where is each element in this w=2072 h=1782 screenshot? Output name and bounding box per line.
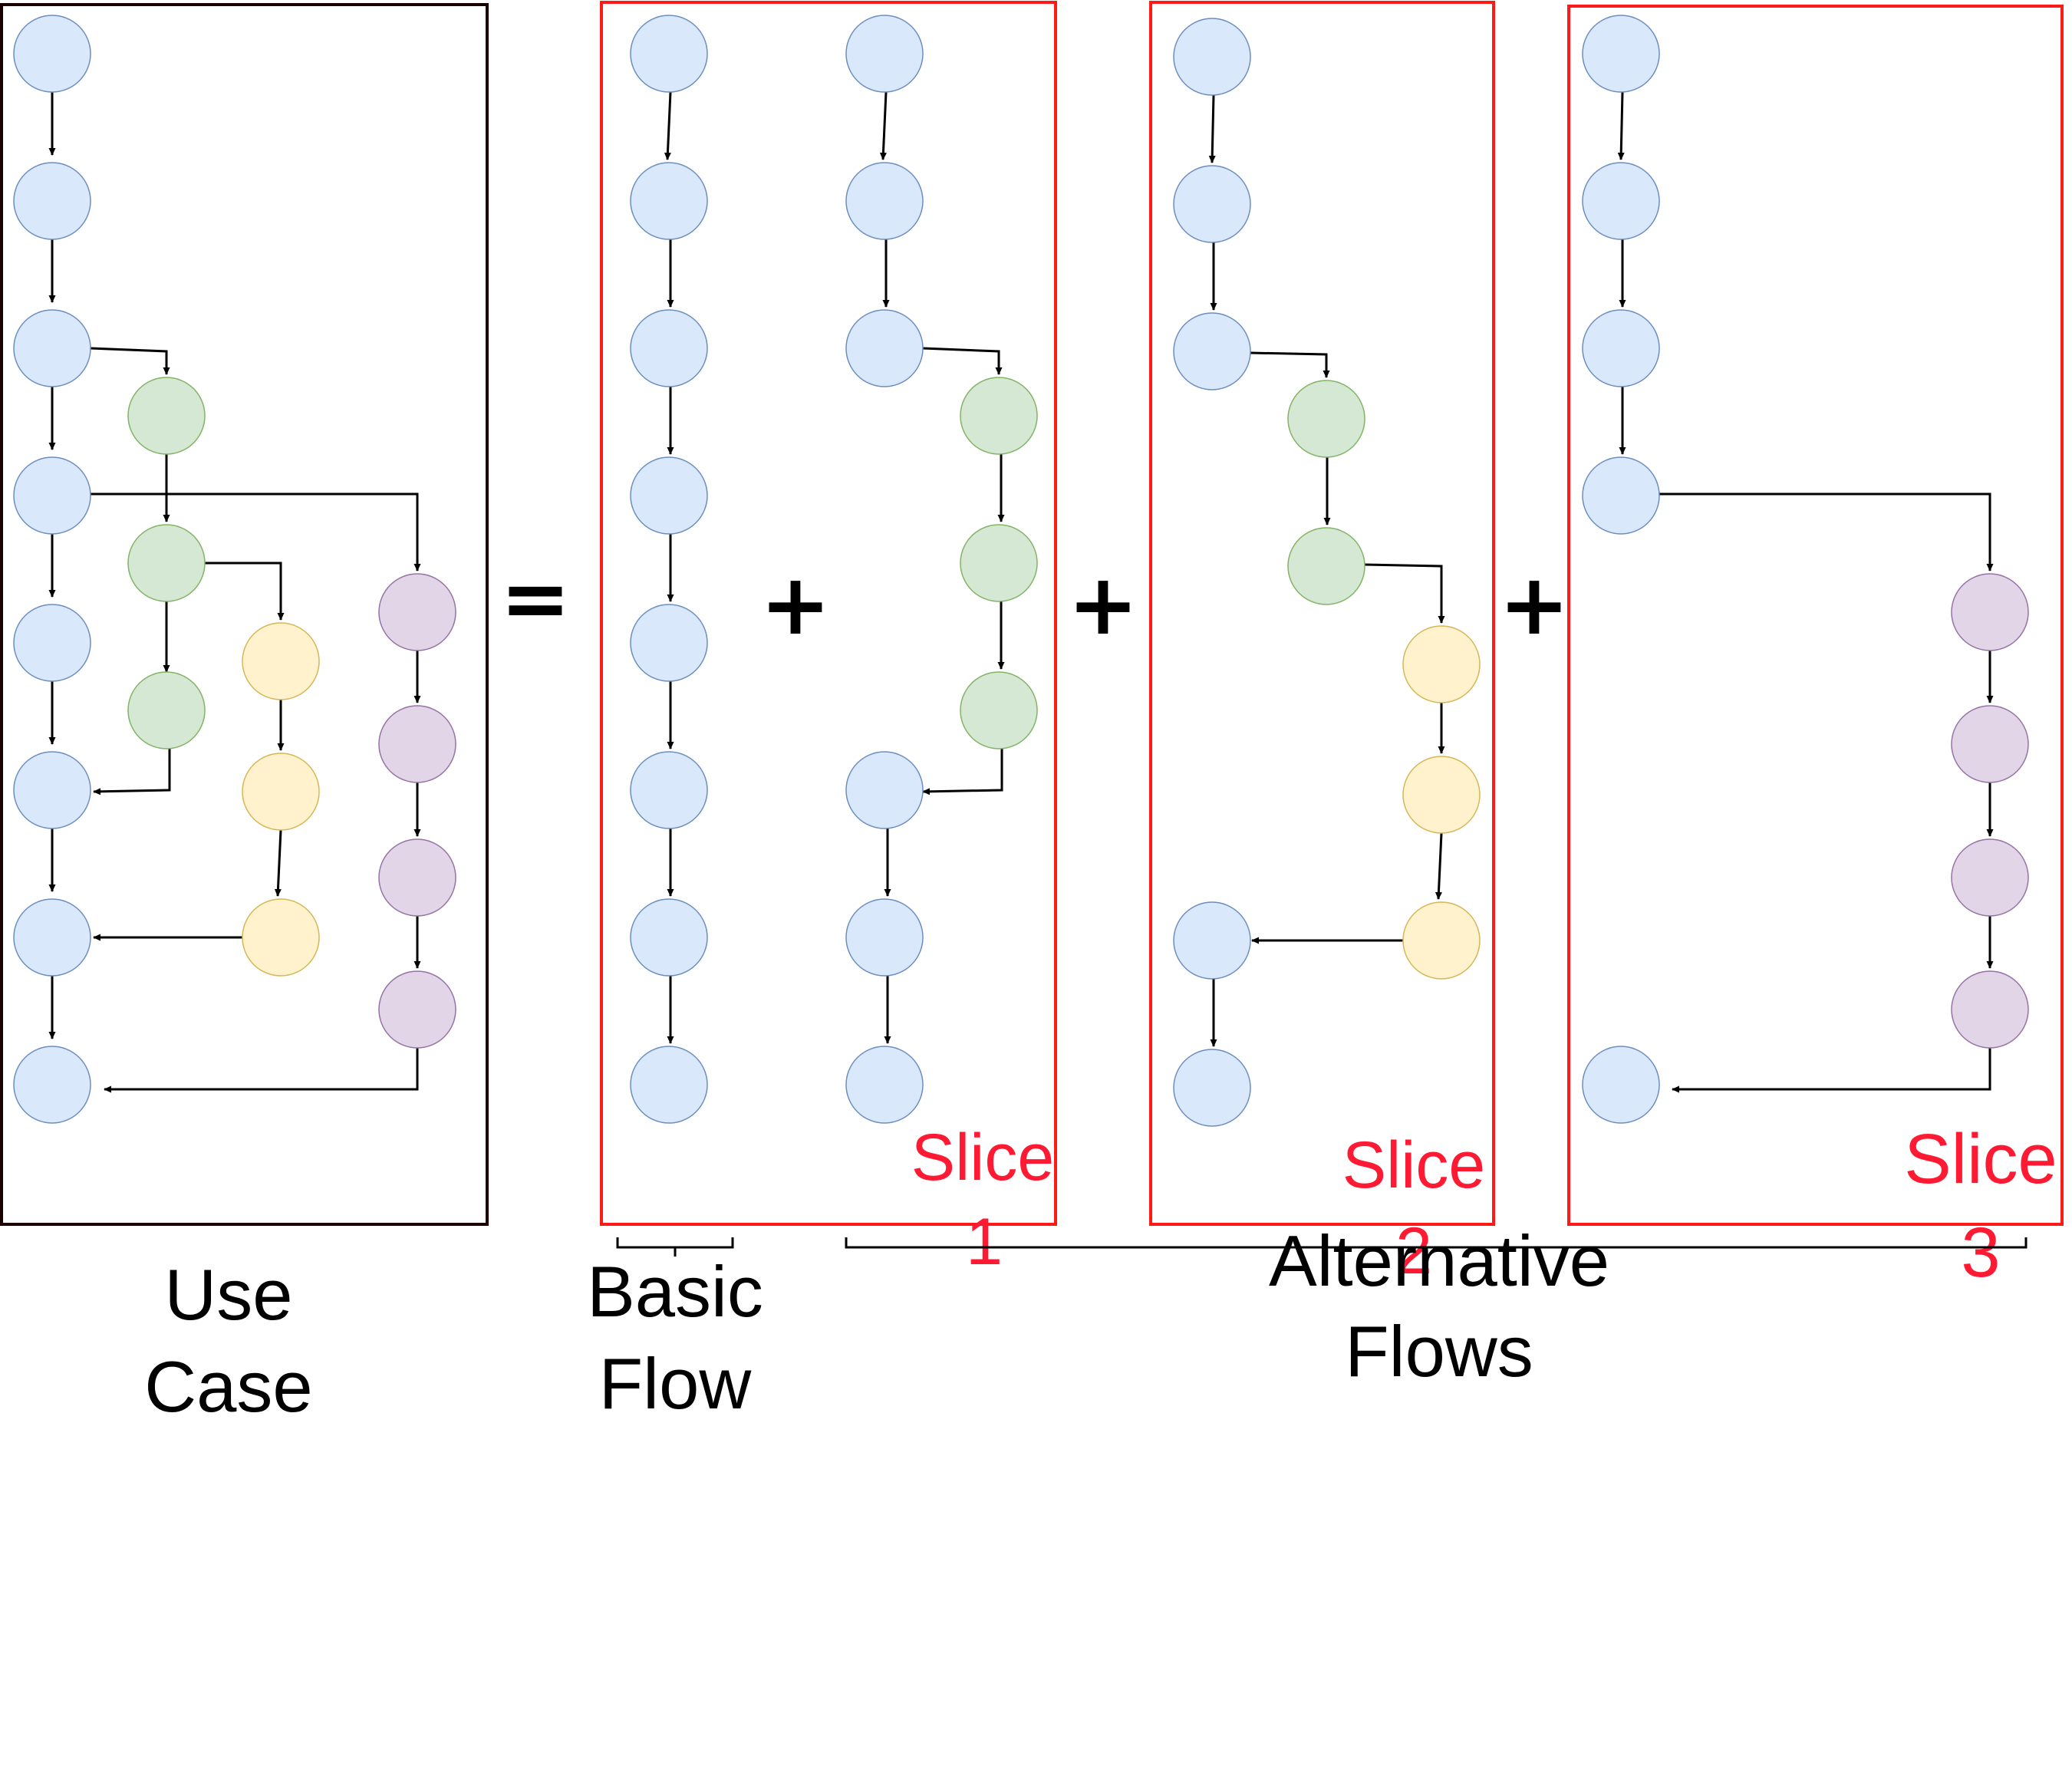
slice-1-alt-step-g3 xyxy=(960,671,1038,749)
use-case-step-b7 xyxy=(13,898,91,977)
slice-1-alt-step-b4 xyxy=(845,751,924,829)
slice-1-basic-step-b1 xyxy=(630,15,708,93)
slice-3-step-b2 xyxy=(1582,162,1660,240)
slice-1-alt-step-b2 xyxy=(845,162,924,240)
flow-arrows xyxy=(48,91,1994,1093)
slice-2-step-g1 xyxy=(1287,380,1365,458)
use-case-arrow-15 xyxy=(93,749,171,795)
slice-1-alt-step-b3 xyxy=(845,309,924,387)
slice-2-label-word: Slice xyxy=(1342,1128,1485,1202)
slice-3-arrow-8 xyxy=(1672,1048,1991,1093)
slice-1-basic-step-b6 xyxy=(630,751,708,829)
slice-1-label-word: Slice xyxy=(911,1121,1054,1194)
use-case-step-b2 xyxy=(13,162,91,240)
slice-1-alt-arrow-1 xyxy=(879,91,888,160)
alternative-flows-label-line-1: Alternative xyxy=(1269,1220,1609,1301)
slice-2-step-b3 xyxy=(1173,312,1251,390)
slice-2-arrow-5 xyxy=(1364,563,1445,624)
slice-2-step-y3 xyxy=(1402,901,1481,980)
use-case-label-line-1: Use xyxy=(164,1254,292,1335)
use-case-frame xyxy=(0,3,489,1226)
use-case-label-line-2: Case xyxy=(144,1346,312,1427)
use-case-arrow-13 xyxy=(274,829,282,897)
slice-2-step-b1 xyxy=(1173,18,1251,96)
slice-1-alt-step-b5 xyxy=(845,898,924,977)
alternative-flows-label-line-2: Flows xyxy=(1345,1311,1533,1392)
basic-flow-bracket xyxy=(616,1237,734,1257)
slice-1-basic-step-b4 xyxy=(630,456,708,535)
use-case-arrow-8 xyxy=(90,347,170,375)
slice-2-step-b4 xyxy=(1173,901,1251,980)
slice-2-step-b5 xyxy=(1173,1049,1251,1127)
slice-1-alt-step-g1 xyxy=(960,377,1038,455)
slice-1-basic-step-b7 xyxy=(630,898,708,977)
slice-2-arrow-3 xyxy=(1250,351,1330,378)
slice-3-step-p3 xyxy=(1951,838,2029,917)
slice-1-frame xyxy=(600,1,1057,1226)
use-case-arrow-16 xyxy=(91,492,421,571)
slice-1-basic-step-b5 xyxy=(630,604,708,682)
basic-flow-label-line-1: Basic xyxy=(587,1251,763,1332)
plus-sign-3: + xyxy=(1499,555,1570,654)
slice-3-step-b4 xyxy=(1582,456,1660,535)
slice-1-alt-step-g2 xyxy=(960,524,1038,602)
use-case-step-p3 xyxy=(378,838,456,917)
plus-sign-1: + xyxy=(760,555,831,654)
slice-1-alt-step-b1 xyxy=(845,15,924,93)
slice-3-label-word: Slice xyxy=(1904,1120,2057,1198)
slice-1-basic-step-b3 xyxy=(630,309,708,387)
slice-2-frame xyxy=(1149,1,1495,1226)
use-case-step-y1 xyxy=(242,622,320,700)
slice-2-arrow-1 xyxy=(1208,94,1216,163)
use-case-step-b8 xyxy=(13,1046,91,1124)
slice-2-step-y2 xyxy=(1402,756,1481,834)
slice-3-arrow-4 xyxy=(1659,492,1994,571)
slice-1-alt-arrow-3 xyxy=(922,347,1003,375)
plus-sign-2: + xyxy=(1068,555,1138,654)
use-case-step-b6 xyxy=(13,751,91,829)
slice-1-label-number: 1 xyxy=(966,1205,1003,1279)
use-case-arrow-20 xyxy=(104,1048,419,1093)
slice-3-step-p4 xyxy=(1951,970,2029,1049)
use-case-step-p2 xyxy=(378,705,456,783)
flow-steps xyxy=(13,15,2029,1127)
slice-1-alt-arrow-6 xyxy=(922,749,1003,795)
slice-3-step-b5 xyxy=(1582,1046,1660,1124)
slice-2-step-b2 xyxy=(1173,165,1251,243)
use-case-step-b3 xyxy=(13,309,91,387)
use-case-step-b1 xyxy=(13,15,91,93)
slice-3-step-p1 xyxy=(1951,573,2029,651)
equals-sign: = xyxy=(500,549,571,647)
slice-3-frame xyxy=(1567,5,2064,1226)
use-case-step-b5 xyxy=(13,604,91,682)
slice-3-step-p2 xyxy=(1951,705,2029,783)
use-case-step-y2 xyxy=(242,753,320,831)
slice-2-arrow-7 xyxy=(1435,832,1443,900)
slice-1-basic-arrow-1 xyxy=(664,91,672,160)
use-case-step-g3 xyxy=(127,671,206,749)
slice-1-basic-step-b8 xyxy=(630,1046,708,1124)
use-case-step-g2 xyxy=(127,524,206,602)
basic-flow-label-line-2: Flow xyxy=(599,1343,753,1424)
slice-2-label-number: 2 xyxy=(1395,1214,1432,1288)
slice-3-label-number: 3 xyxy=(1961,1214,2000,1292)
slice-2-step-g2 xyxy=(1287,527,1365,605)
slice-2-step-y1 xyxy=(1402,625,1481,703)
slice-3-step-b3 xyxy=(1582,309,1660,387)
use-case-step-b4 xyxy=(13,456,91,535)
alternative-flows-bracket xyxy=(845,1237,2028,1249)
slice-1-alt-step-b6 xyxy=(845,1046,924,1124)
slice-3-arrow-1 xyxy=(1617,91,1625,160)
slice-3-step-b1 xyxy=(1582,15,1660,93)
use-case-step-g1 xyxy=(127,377,206,455)
use-case-arrow-11 xyxy=(205,562,285,621)
slice-1-basic-step-b2 xyxy=(630,162,708,240)
use-case-step-p1 xyxy=(378,573,456,651)
use-case-step-y3 xyxy=(242,898,320,977)
use-case-step-p4 xyxy=(378,970,456,1049)
